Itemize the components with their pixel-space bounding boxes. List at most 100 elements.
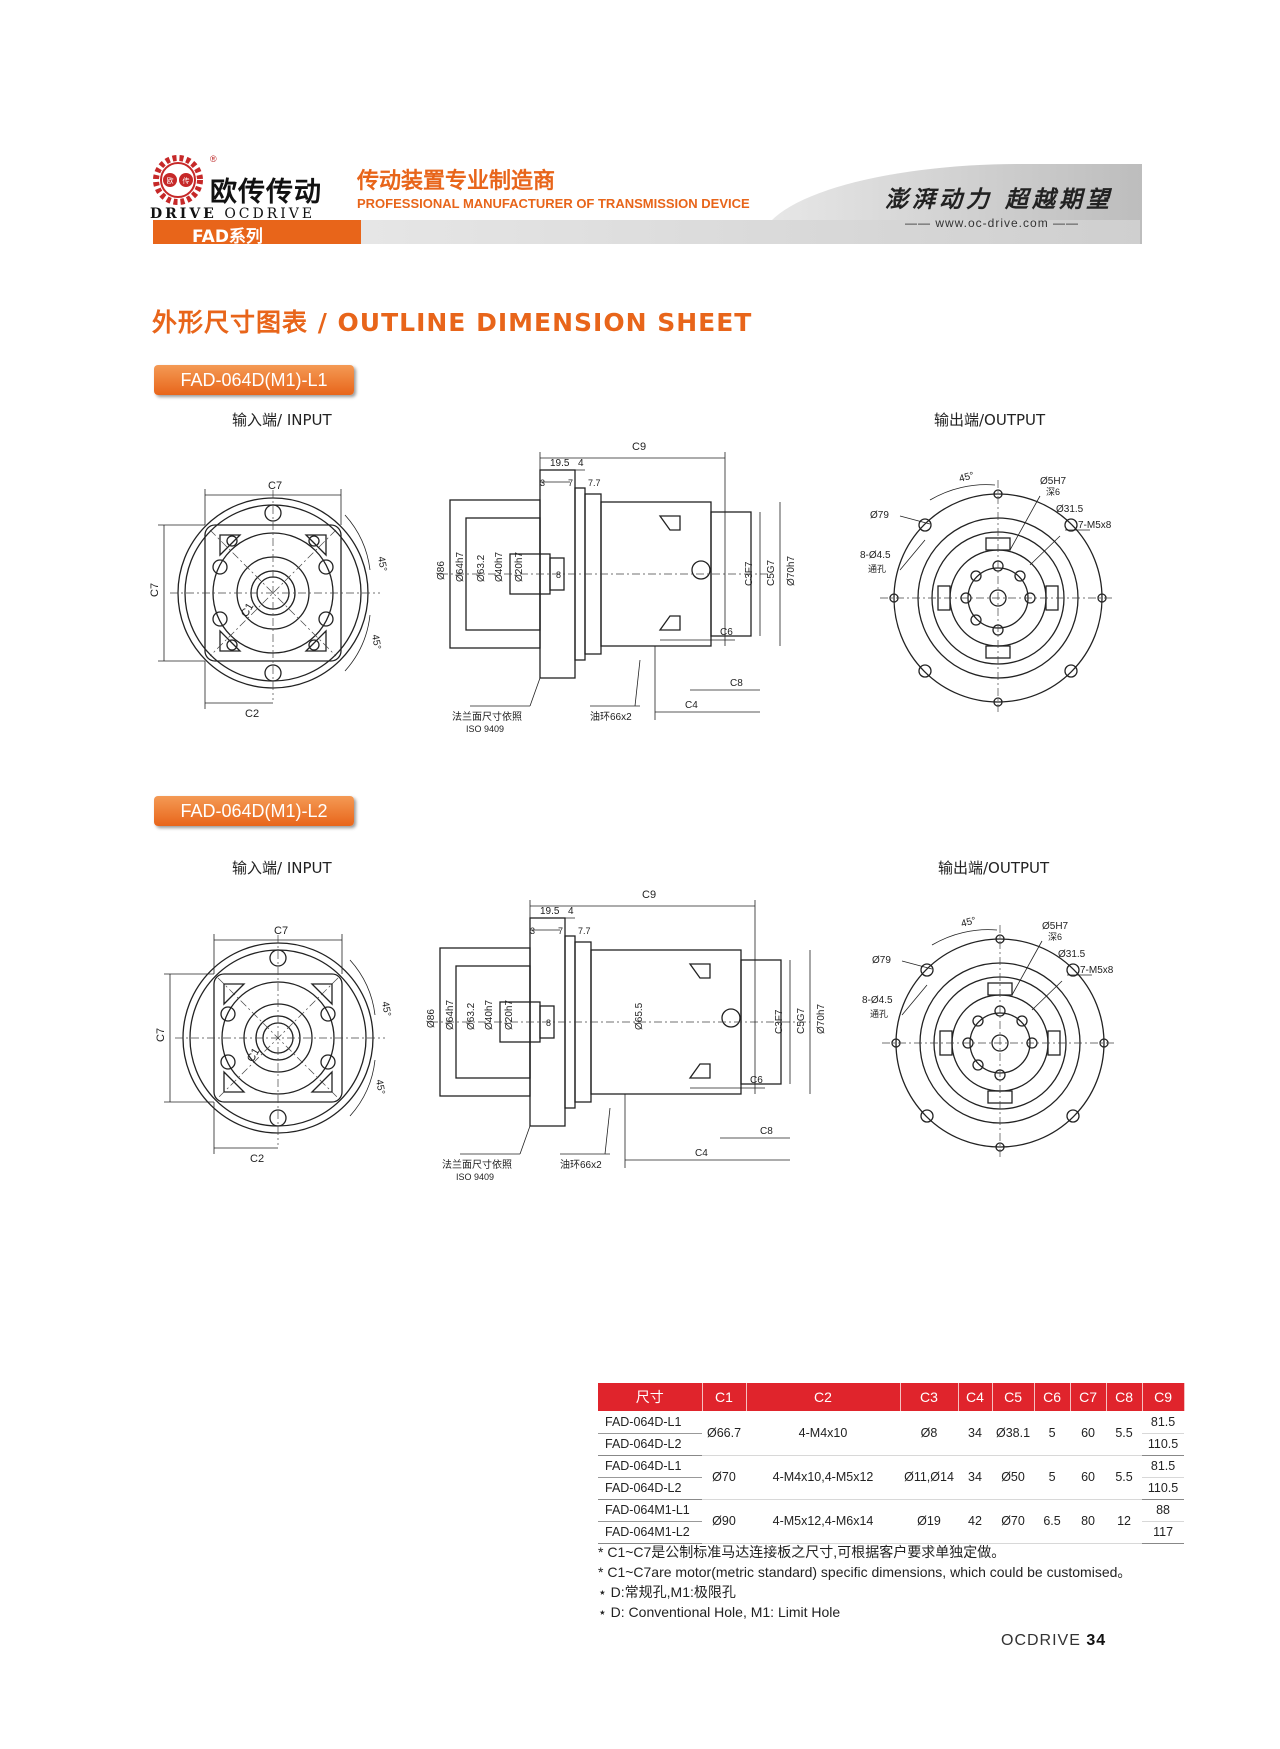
svg-text:45°: 45° xyxy=(375,556,388,573)
svg-text:法兰面尺寸依照: 法兰面尺寸依照 xyxy=(442,1158,512,1171)
table-row: FAD-064D-L1 Ø70 4-M4x10,4-M5x12 Ø11,Ø14 … xyxy=(598,1455,1185,1500)
svg-text:C6: C6 xyxy=(720,627,733,638)
c2-cell: 4-M4x10,4-M5x12 xyxy=(746,1455,900,1500)
brand-name-cn: 欧传传动 xyxy=(210,177,322,208)
svg-text:19.5: 19.5 xyxy=(550,458,570,469)
svg-text:Ø64h7: Ø64h7 xyxy=(445,1000,456,1030)
page-number: 34 xyxy=(1086,1632,1107,1649)
svg-text:深6: 深6 xyxy=(1046,487,1060,497)
svg-text:45°: 45° xyxy=(373,1079,386,1096)
svg-text:7.7: 7.7 xyxy=(588,478,601,488)
c1-cell: Ø70 xyxy=(702,1455,746,1500)
c5-cell: Ø38.1 xyxy=(992,1411,1035,1456)
svg-text:C9: C9 xyxy=(632,441,646,453)
svg-text:8-Ø4.5: 8-Ø4.5 xyxy=(860,550,891,561)
c6-cell: 6.5 xyxy=(1034,1499,1071,1544)
svg-text:C6: C6 xyxy=(750,1075,763,1086)
svg-text:欧: 欧 xyxy=(167,176,174,185)
tagline-en: PROFESSIONAL MANUFACTURER OF TRANSMISSIO… xyxy=(357,196,750,211)
c8-cell: 5.5 xyxy=(1106,1411,1143,1456)
svg-text:油环66x2: 油环66x2 xyxy=(590,710,632,723)
svg-text:C4: C4 xyxy=(685,700,698,711)
svg-text:45°: 45° xyxy=(960,915,977,930)
model-cell: FAD-064M1-L2 xyxy=(598,1521,702,1544)
svg-text:Ø79: Ø79 xyxy=(870,510,889,521)
model-cell: FAD-064D-L2 xyxy=(598,1477,702,1500)
header-c5: C5 xyxy=(992,1383,1035,1411)
svg-text:C8: C8 xyxy=(730,678,743,689)
model-cell: FAD-064D-L1 xyxy=(598,1455,702,1478)
model-label-l1: FAD-064D(M1)-L1 xyxy=(154,365,354,395)
website-link[interactable]: —— www.oc-drive.com —— xyxy=(905,216,1080,230)
c3-cell: Ø8 xyxy=(900,1411,958,1456)
svg-text:C1: C1 xyxy=(245,1046,262,1064)
note-line: * C1~C7是公制标准马达连接板之尺寸,可根据客户要求单独定做。 xyxy=(598,1544,1006,1560)
svg-text:Ø31.5: Ø31.5 xyxy=(1058,949,1086,960)
c2-cell: 4-M5x12,4-M6x14 xyxy=(746,1499,900,1544)
output-view-drawing-2: 45° Ø5H7 深6 Ø31.5 7-M5x8 Ø79 8-Ø4.5 通孔 xyxy=(862,915,1117,1160)
table-row: FAD-064M1-L1 Ø90 4-M5x12,4-M6x14 Ø19 42 … xyxy=(598,1499,1185,1544)
svg-text:C2: C2 xyxy=(245,708,259,720)
header-size: 尺寸 xyxy=(598,1383,703,1411)
notes: * C1~C7是公制标准马达连接板之尺寸,可根据客户要求单独定做。 * C1~C… xyxy=(598,1542,1131,1622)
c9-cell: 117 xyxy=(1142,1521,1185,1544)
svg-text:4: 4 xyxy=(578,458,584,469)
gear-logo-icon: 欧 传 xyxy=(153,155,203,205)
page-footer: OCDRIVE 34 xyxy=(1001,1632,1106,1650)
c9-cell: 81.5 xyxy=(1142,1455,1185,1478)
svg-text:C7: C7 xyxy=(149,583,161,597)
svg-text:C4: C4 xyxy=(695,1148,708,1159)
note-line: ⋆ D:常规孔,M1:极限孔 xyxy=(598,1584,736,1600)
dimension-table: 尺寸 C1 C2 C3 C4 C5 C6 C7 C8 C9 FAD-064D-L… xyxy=(598,1383,1185,1544)
svg-text:Ø86: Ø86 xyxy=(436,561,447,580)
c7-cell: 60 xyxy=(1070,1455,1107,1500)
svg-text:3: 3 xyxy=(540,478,545,488)
model-cell: FAD-064D-L2 xyxy=(598,1433,702,1456)
svg-text:C3F7: C3F7 xyxy=(744,561,755,586)
svg-text:Ø65.5: Ø65.5 xyxy=(634,1002,645,1030)
header-c3: C3 xyxy=(900,1383,959,1411)
table-row: FAD-064D-L1 Ø66.7 4-M4x10 Ø8 34 Ø38.1 5 … xyxy=(598,1411,1185,1456)
svg-text:Ø86: Ø86 xyxy=(426,1009,437,1028)
model-cell: FAD-064M1-L1 xyxy=(598,1499,702,1522)
output-view-label-2: 输出端/OUTPUT xyxy=(938,859,1050,877)
svg-text:Ø20h7: Ø20h7 xyxy=(514,552,525,582)
svg-text:7-M5x8: 7-M5x8 xyxy=(1080,965,1114,976)
c3-cell: Ø11,Ø14 xyxy=(900,1455,958,1500)
table-row: FAD-064D-L2 110.5 xyxy=(598,1433,1185,1456)
c9-cell: 88 xyxy=(1142,1499,1185,1522)
header-c9: C9 xyxy=(1142,1383,1185,1411)
svg-text:通孔: 通孔 xyxy=(870,1009,888,1019)
output-view-drawing: 45° Ø5H7 深6 Ø31.5 7-M5x8 Ø79 8-Ø4.5 通孔 xyxy=(860,470,1115,715)
svg-text:Ø20h7: Ø20h7 xyxy=(504,1000,515,1030)
svg-text:Ø40h7: Ø40h7 xyxy=(494,552,505,582)
svg-text:Ø5H7: Ø5H7 xyxy=(1040,476,1067,487)
svg-text:7: 7 xyxy=(558,926,563,936)
header-c4: C4 xyxy=(958,1383,993,1411)
header-c8: C8 xyxy=(1106,1383,1143,1411)
svg-text:Ø5H7: Ø5H7 xyxy=(1042,921,1069,932)
brand-name-en: DRIVE OCDRIVE xyxy=(150,206,316,222)
note-line: * C1~C7are motor(metric standard) specif… xyxy=(598,1564,1132,1580)
tagline-cn: 传动装置专业制造商 xyxy=(357,169,556,194)
svg-text:Ø70h7: Ø70h7 xyxy=(786,556,797,586)
c1-cell: Ø66.7 xyxy=(702,1411,746,1456)
header-c7: C7 xyxy=(1070,1383,1107,1411)
input-view-drawing-2: C7 C7 C2 C1 45° 45° xyxy=(155,925,393,1165)
svg-text:Ø79: Ø79 xyxy=(872,955,891,966)
svg-text:8: 8 xyxy=(546,1018,551,1028)
slogan: 澎湃动力 超越期望 xyxy=(885,186,1114,213)
svg-text:油环66x2: 油环66x2 xyxy=(560,1158,602,1171)
svg-text:C2: C2 xyxy=(250,1153,264,1165)
svg-text:C8: C8 xyxy=(760,1126,773,1137)
model-label-l2: FAD-064D(M1)-L2 xyxy=(154,796,354,826)
side-view-drawing: C9 19.5 4 3 7 7.7 Ø86 Ø64h7 Ø63.2 Ø40h7 … xyxy=(436,441,797,734)
c3-cell: Ø19 xyxy=(900,1499,958,1544)
svg-text:C5G7: C5G7 xyxy=(796,1007,807,1034)
input-view-drawing: C7 C7 C2 C1 45° 45° xyxy=(149,480,389,720)
svg-text:C7: C7 xyxy=(268,480,282,492)
c2-cell: 4-M4x10 xyxy=(746,1411,900,1456)
svg-text:8-Ø4.5: 8-Ø4.5 xyxy=(862,995,893,1006)
c9-cell: 110.5 xyxy=(1142,1477,1185,1500)
page-header: 欧 传 ® 欧传传动 DRIVE OCDRIVE 传动装置专业制造商 PROFE… xyxy=(0,140,1280,250)
